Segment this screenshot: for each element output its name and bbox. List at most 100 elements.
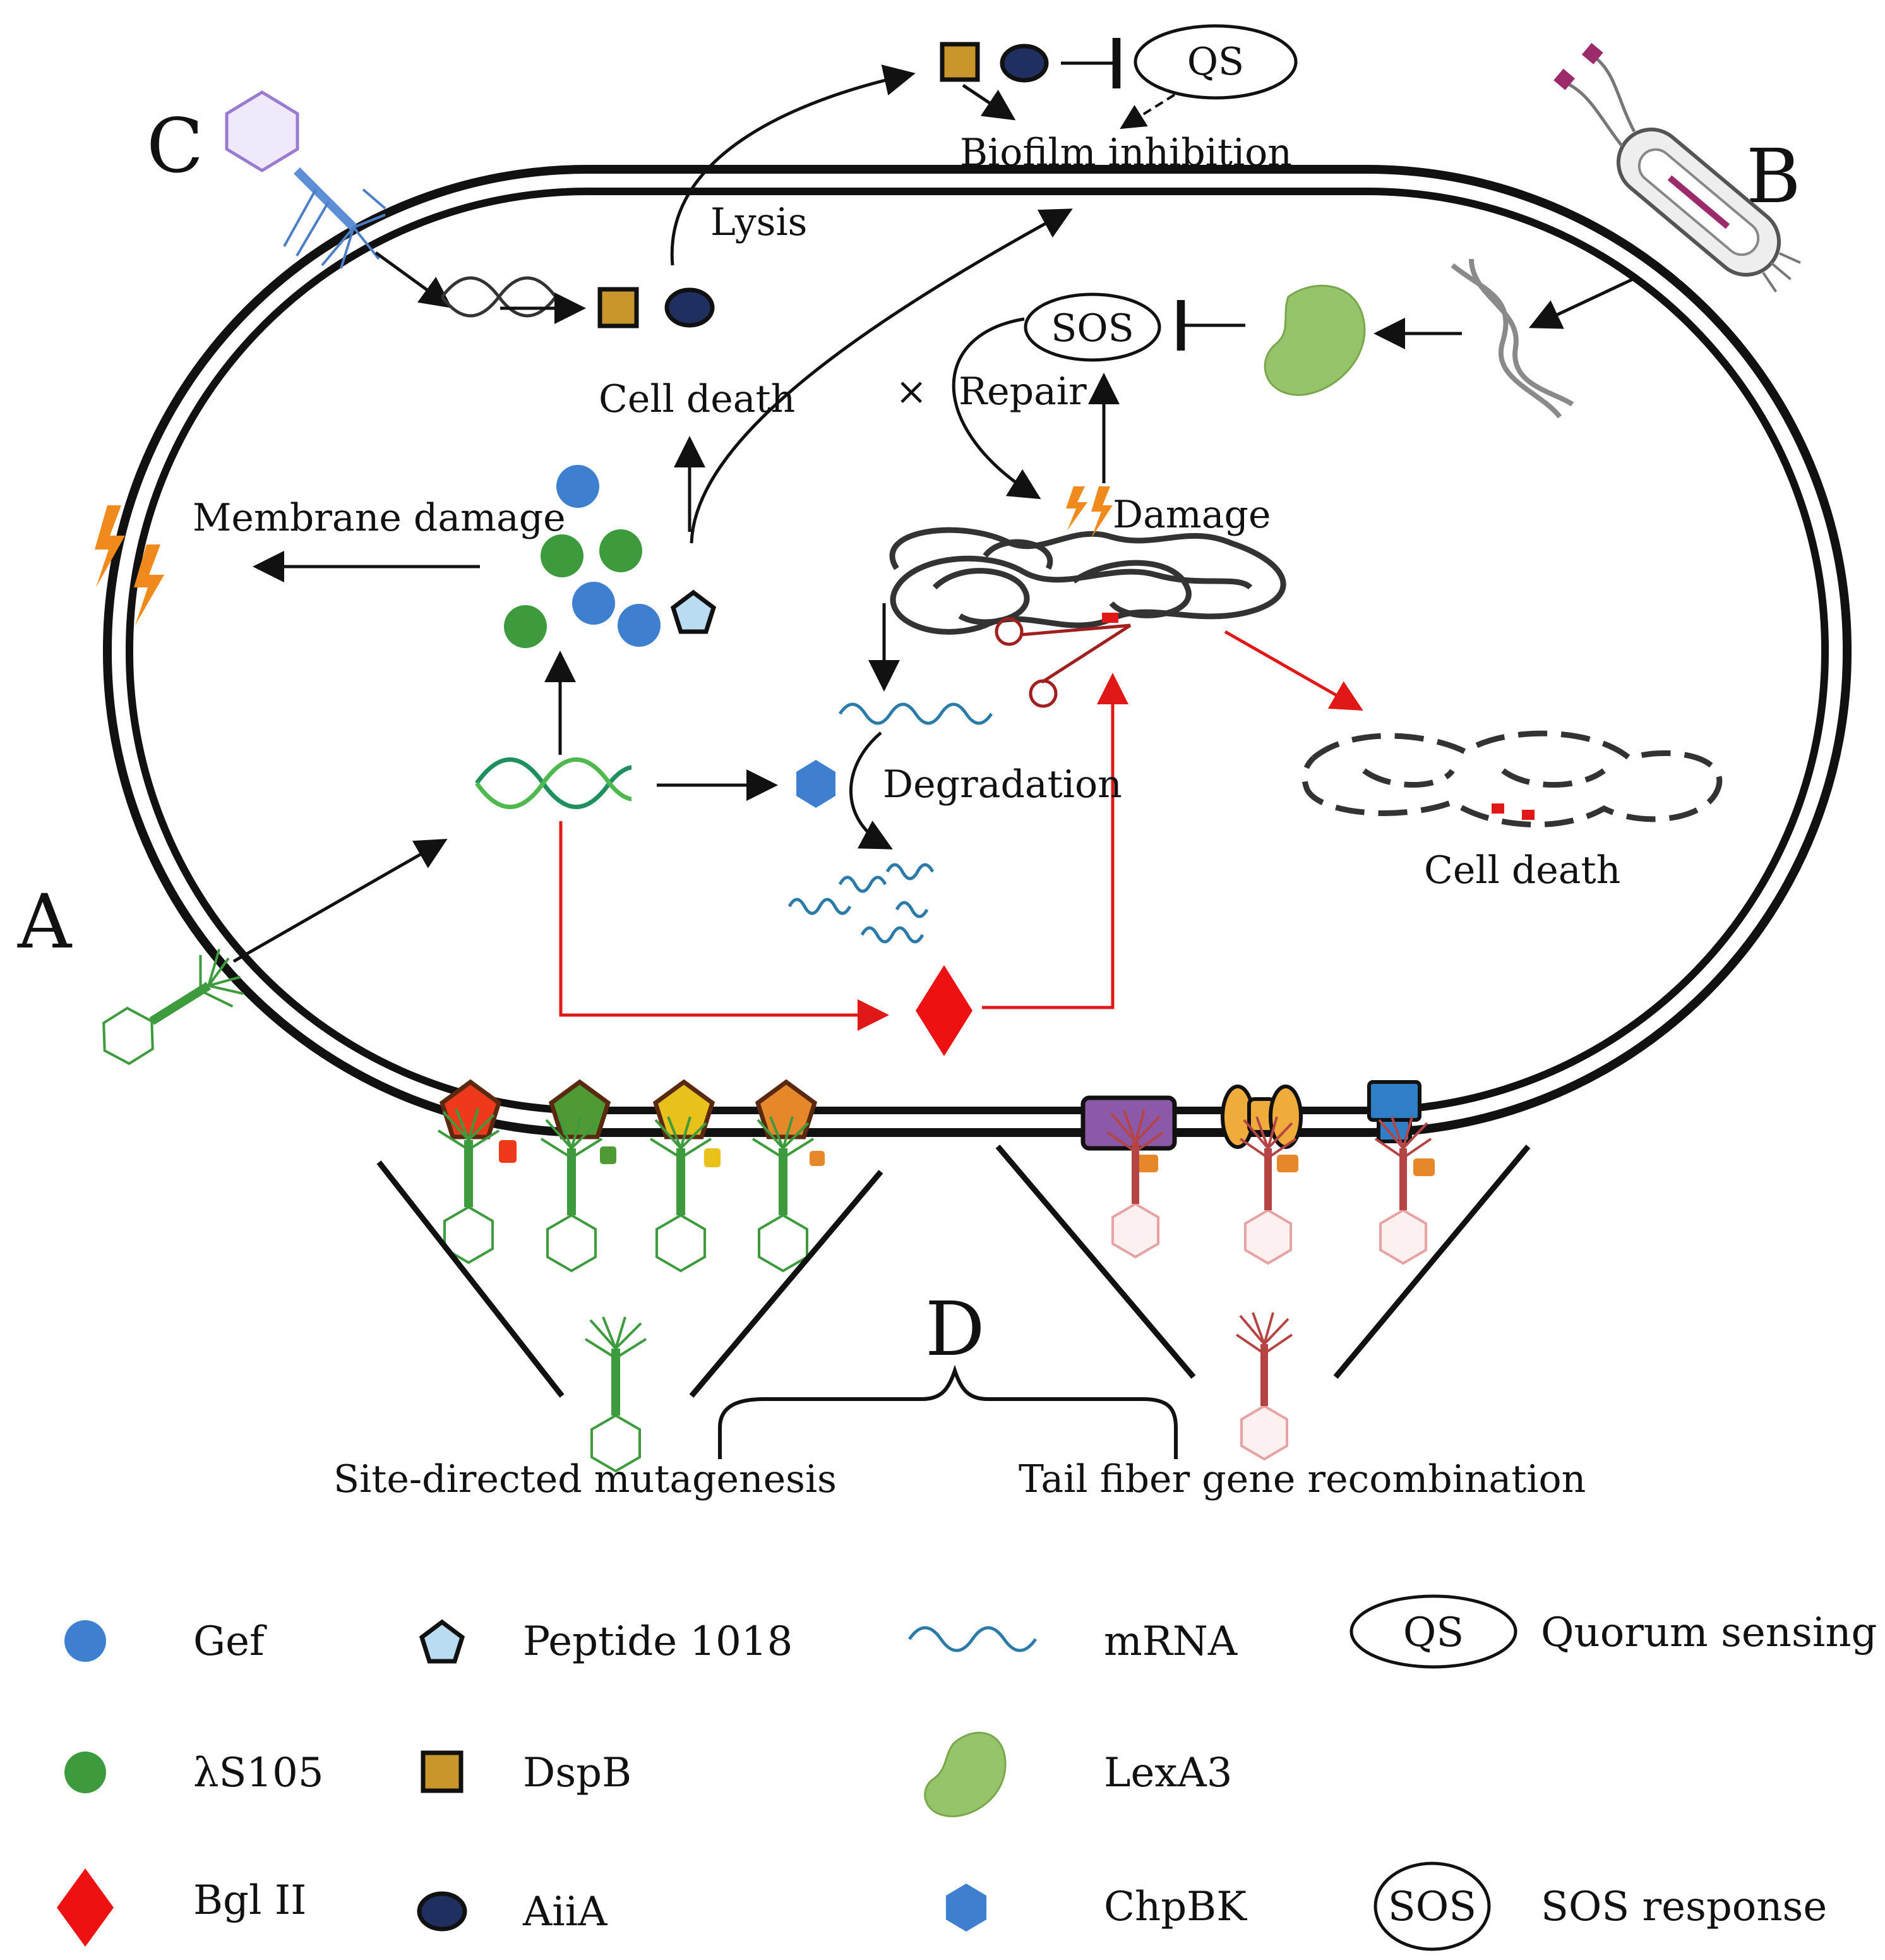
panel-label-d: D — [925, 1285, 985, 1373]
legend-bglii-label: Bgl II — [193, 1877, 306, 1924]
red-arrow-bglii-to-dna — [982, 673, 1128, 1009]
legend-mrna-label: mRNA — [1104, 1618, 1238, 1665]
receptor-ovals-orange — [1221, 1085, 1303, 1149]
membrane-damage-label: Membrane damage — [193, 496, 566, 540]
rbp-tip-red — [499, 1140, 517, 1163]
receptor-pentagon-green — [548, 1079, 611, 1139]
legend-gef-dot — [64, 1620, 106, 1662]
peptide-1018-pentagon — [670, 589, 717, 634]
aiia-ellipse-top — [1000, 44, 1049, 83]
scissors-icon — [995, 617, 1132, 708]
legend-lexa3-label: LexA3 — [1104, 1750, 1232, 1796]
legend: Gef λS105 Bgl II Peptide 1018 DspB AiiA … — [57, 1594, 1877, 1951]
cell-inner-membrane — [126, 188, 1829, 1114]
panel-label-a: A — [17, 878, 73, 965]
fragmented-genome — [1302, 730, 1723, 827]
legend-qs-ellipse — [1349, 1594, 1517, 1669]
funnel-line — [995, 1145, 1196, 1379]
legend-lambda-s105-label: λS105 — [193, 1750, 324, 1796]
rbp-tip-yellow — [704, 1148, 721, 1167]
legend-quorum-sensing-label: Quorum sensing — [1541, 1609, 1877, 1656]
lightning-icon — [1066, 486, 1113, 538]
legend-sos-ellipse — [1373, 1861, 1491, 1951]
legend-dspb-square — [421, 1750, 464, 1793]
mrna-wave-intact — [838, 702, 993, 725]
legend-peptide-1018-label: Peptide 1018 — [523, 1618, 793, 1665]
bound-phage-green — [541, 1117, 602, 1271]
lysis-label: Lysis — [710, 200, 807, 244]
dspb-square-top — [940, 42, 980, 82]
lambda-s105-dot — [504, 605, 547, 648]
receptor-blue-channel — [1367, 1080, 1421, 1143]
gef-dot — [618, 604, 661, 647]
repair-label: Repair — [959, 370, 1087, 414]
bound-phage-green — [650, 1117, 711, 1271]
legend-chpbk-label: ChpBK — [1104, 1884, 1247, 1930]
legend-peptide-1018-pentagon — [419, 1619, 465, 1664]
legend-chpbk-hexagon — [946, 1884, 986, 1932]
rbp-tip-orange — [1277, 1155, 1298, 1172]
arrow-peptide-biofilm — [690, 208, 1073, 544]
phage-c-dna-icon — [441, 276, 557, 318]
legend-lambda-s105-dot — [64, 1752, 106, 1793]
damage-label: Damage — [1113, 493, 1271, 537]
arrow-phage-a-dna — [232, 839, 448, 963]
rbp-tip-orange — [1137, 1155, 1158, 1172]
arrow-phage-c-dna — [374, 251, 453, 308]
bacterium-icon — [1553, 42, 1801, 293]
legend-bglii-diamond — [57, 1868, 114, 1947]
sos-label: SOS — [1051, 306, 1134, 351]
source-phage-red — [1236, 1313, 1292, 1459]
rbp-tip-green — [600, 1146, 616, 1164]
legend-gef-label: Gef — [193, 1618, 267, 1665]
d-brace — [718, 1364, 1178, 1459]
rbp-tip-orange — [1413, 1158, 1435, 1176]
repair-blocked-mark: × — [895, 370, 927, 414]
tail-fiber-recombination-label: Tail fiber gene recombination — [1019, 1457, 1586, 1501]
cut-site-mark — [1102, 613, 1118, 623]
purple-phage-icon — [225, 90, 386, 269]
degradation-label: Degradation — [883, 762, 1122, 807]
legend-mrna-wave — [907, 1626, 1038, 1652]
red-arrow-fragmentation — [1224, 630, 1363, 711]
cell-death-label-left: Cell death — [599, 377, 795, 421]
legend-lexa3-blob — [924, 1731, 1007, 1817]
phage-b-dna-icon — [1451, 258, 1574, 419]
bacterial-genome — [889, 527, 1286, 635]
arrow-phage-b-dna — [1528, 276, 1637, 329]
qs-label-top: QS — [1187, 40, 1244, 84]
mrna-fragments — [787, 863, 935, 944]
bound-phage-green — [753, 1117, 813, 1271]
site-directed-mutagenesis-label: Site-directed mutagenesis — [333, 1457, 837, 1501]
bglii-diamond — [916, 965, 972, 1056]
legend-sos-symbol: SOS — [1388, 1884, 1476, 1930]
legend-aiia-label: AiiA — [522, 1889, 607, 1935]
lightning-icon — [95, 505, 164, 625]
lexa3-blob — [1264, 284, 1366, 396]
phage-a-dna-icon — [475, 757, 632, 809]
aiia-ellipse-inner — [664, 287, 715, 328]
lambda-s105-dot — [541, 534, 583, 577]
red-arrow-to-bglii — [559, 821, 889, 1031]
funnel-line — [689, 1170, 883, 1398]
arrow-qs-biofilm — [1120, 93, 1176, 129]
lysis-arrow — [670, 64, 916, 266]
source-phage-green — [585, 1317, 646, 1471]
legend-sos-response-label: SOS response — [1541, 1884, 1827, 1930]
fragment-cut-mark — [1492, 803, 1504, 814]
repair-arrow — [952, 317, 1041, 500]
gef-dot — [556, 465, 599, 508]
funnel-line — [376, 1160, 565, 1398]
legend-qs-symbol: QS — [1403, 1609, 1464, 1656]
cell-death-label-right: Cell death — [1424, 848, 1620, 893]
biofilm-inhibition-label: Biofilm inhibition — [960, 131, 1292, 175]
arrow-dspb-biofilm — [962, 83, 1016, 121]
dspb-square-inner — [597, 287, 639, 328]
funnel-line — [1333, 1145, 1531, 1379]
legend-aiia-ellipse — [417, 1891, 467, 1932]
chpbk-hexagon — [796, 760, 835, 808]
fragment-cut-mark — [1522, 810, 1535, 820]
sos-ellipse — [1024, 292, 1161, 362]
panel-label-c: C — [147, 102, 203, 189]
